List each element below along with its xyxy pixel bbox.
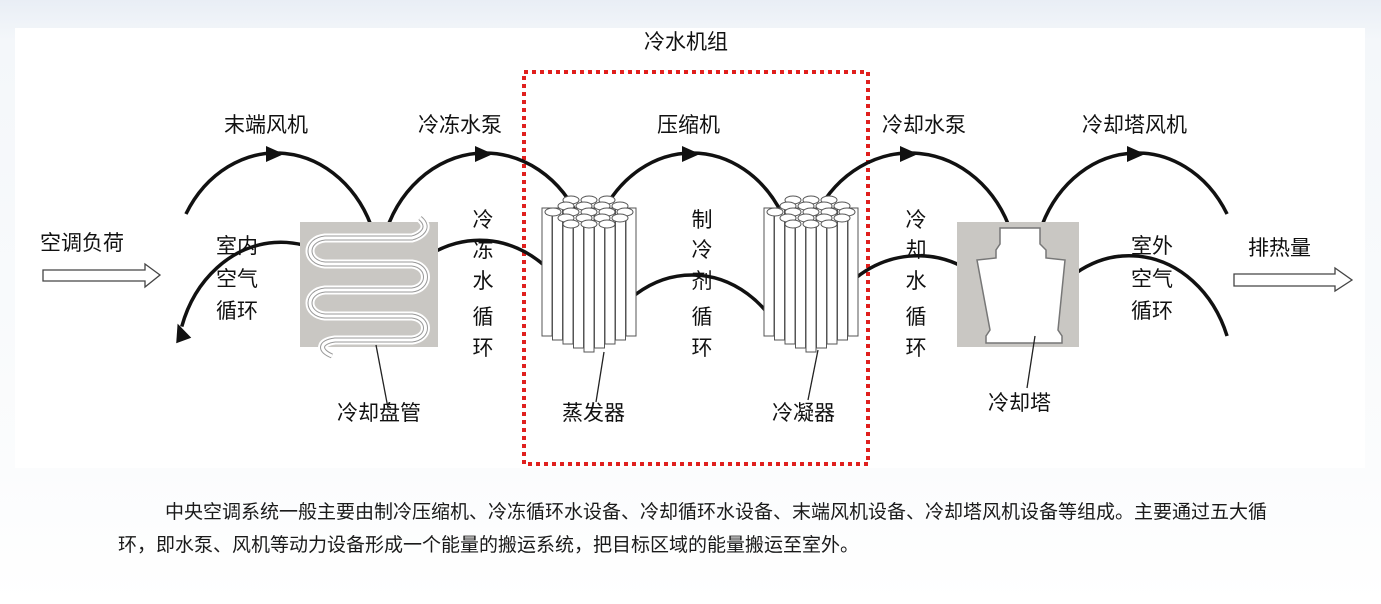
label-compressor: 压缩机 xyxy=(657,113,720,137)
chiller-group-label: 冷水机组 xyxy=(644,30,728,54)
tube-end xyxy=(562,219,580,229)
tube-end xyxy=(544,207,562,217)
circuit-outdoor-air: 室外空气循环 xyxy=(1131,234,1173,324)
condenser-icon xyxy=(763,195,859,353)
evaporator-icon xyxy=(541,195,637,353)
cooling-tower-icon xyxy=(957,222,1079,347)
tube xyxy=(594,207,605,349)
tube-end xyxy=(598,219,616,229)
tube xyxy=(583,207,595,353)
loop-top-arc xyxy=(184,151,376,234)
flow-arrow-icon xyxy=(900,146,918,162)
tube-end xyxy=(766,207,784,217)
tube-end xyxy=(820,219,838,229)
leader-lines xyxy=(375,335,1036,409)
cooling-coil-icon xyxy=(300,214,438,361)
flow-arrow-icon xyxy=(176,323,192,344)
tube xyxy=(763,207,775,337)
flow-arrow-icon xyxy=(1127,146,1145,162)
tube-end xyxy=(802,219,820,229)
loop-top-arc xyxy=(1037,151,1229,234)
label-heat-rejection: 排热量 xyxy=(1248,236,1311,260)
description-paragraph: 中央空调系统一般主要由制冷压缩机、冷冻循环水设备、冷却循环水设备、末端风机设备、… xyxy=(118,496,1268,562)
label-cooling-coil: 冷却盘管 xyxy=(337,401,421,425)
tube xyxy=(552,207,563,341)
circuit-refrigerant: 制冷剂循环 xyxy=(691,208,713,360)
input-arrow-icon xyxy=(42,262,162,289)
label-cooling-water-pump: 冷却水泵 xyxy=(882,113,966,137)
loop-top-arc xyxy=(814,151,1014,234)
output-arrow-icon xyxy=(1233,266,1354,293)
tube xyxy=(625,207,637,337)
label-cooling-tower-fan: 冷却塔风机 xyxy=(1082,113,1187,137)
tube xyxy=(541,207,553,337)
tube xyxy=(816,207,827,349)
flow-arrow-icon xyxy=(475,146,493,162)
flow-arrow-icon xyxy=(682,146,700,162)
label-terminal-fan: 末端风机 xyxy=(224,113,308,137)
label-cooling-tower: 冷却塔 xyxy=(988,391,1051,415)
circuit-cooling-water: 冷却水循环 xyxy=(905,208,927,360)
flow-arrow-icon xyxy=(266,146,284,162)
label-evaporator: 蒸发器 xyxy=(562,401,625,425)
tube xyxy=(573,207,584,349)
tube xyxy=(837,207,848,341)
tube-end xyxy=(833,213,851,223)
label-chilled-water-pump: 冷冻水泵 xyxy=(418,113,502,137)
circuit-chilled-water: 冷冻水循环 xyxy=(472,208,494,360)
description-text: 中央空调系统一般主要由制冷压缩机、冷冻循环水设备、冷却循环水设备、末端风机设备、… xyxy=(118,501,1268,556)
tube-end xyxy=(784,219,802,229)
label-ac-load: 空调负荷 xyxy=(40,231,124,255)
tube-end xyxy=(611,213,629,223)
tube xyxy=(795,207,806,349)
circuit-indoor-air: 室内空气循环 xyxy=(216,234,258,324)
tube xyxy=(847,207,859,337)
tube xyxy=(774,207,785,341)
tube xyxy=(805,207,817,353)
tube xyxy=(615,207,626,341)
label-condenser: 冷凝器 xyxy=(772,401,835,425)
tube-end xyxy=(580,219,598,229)
diagram-panel xyxy=(15,28,1365,468)
